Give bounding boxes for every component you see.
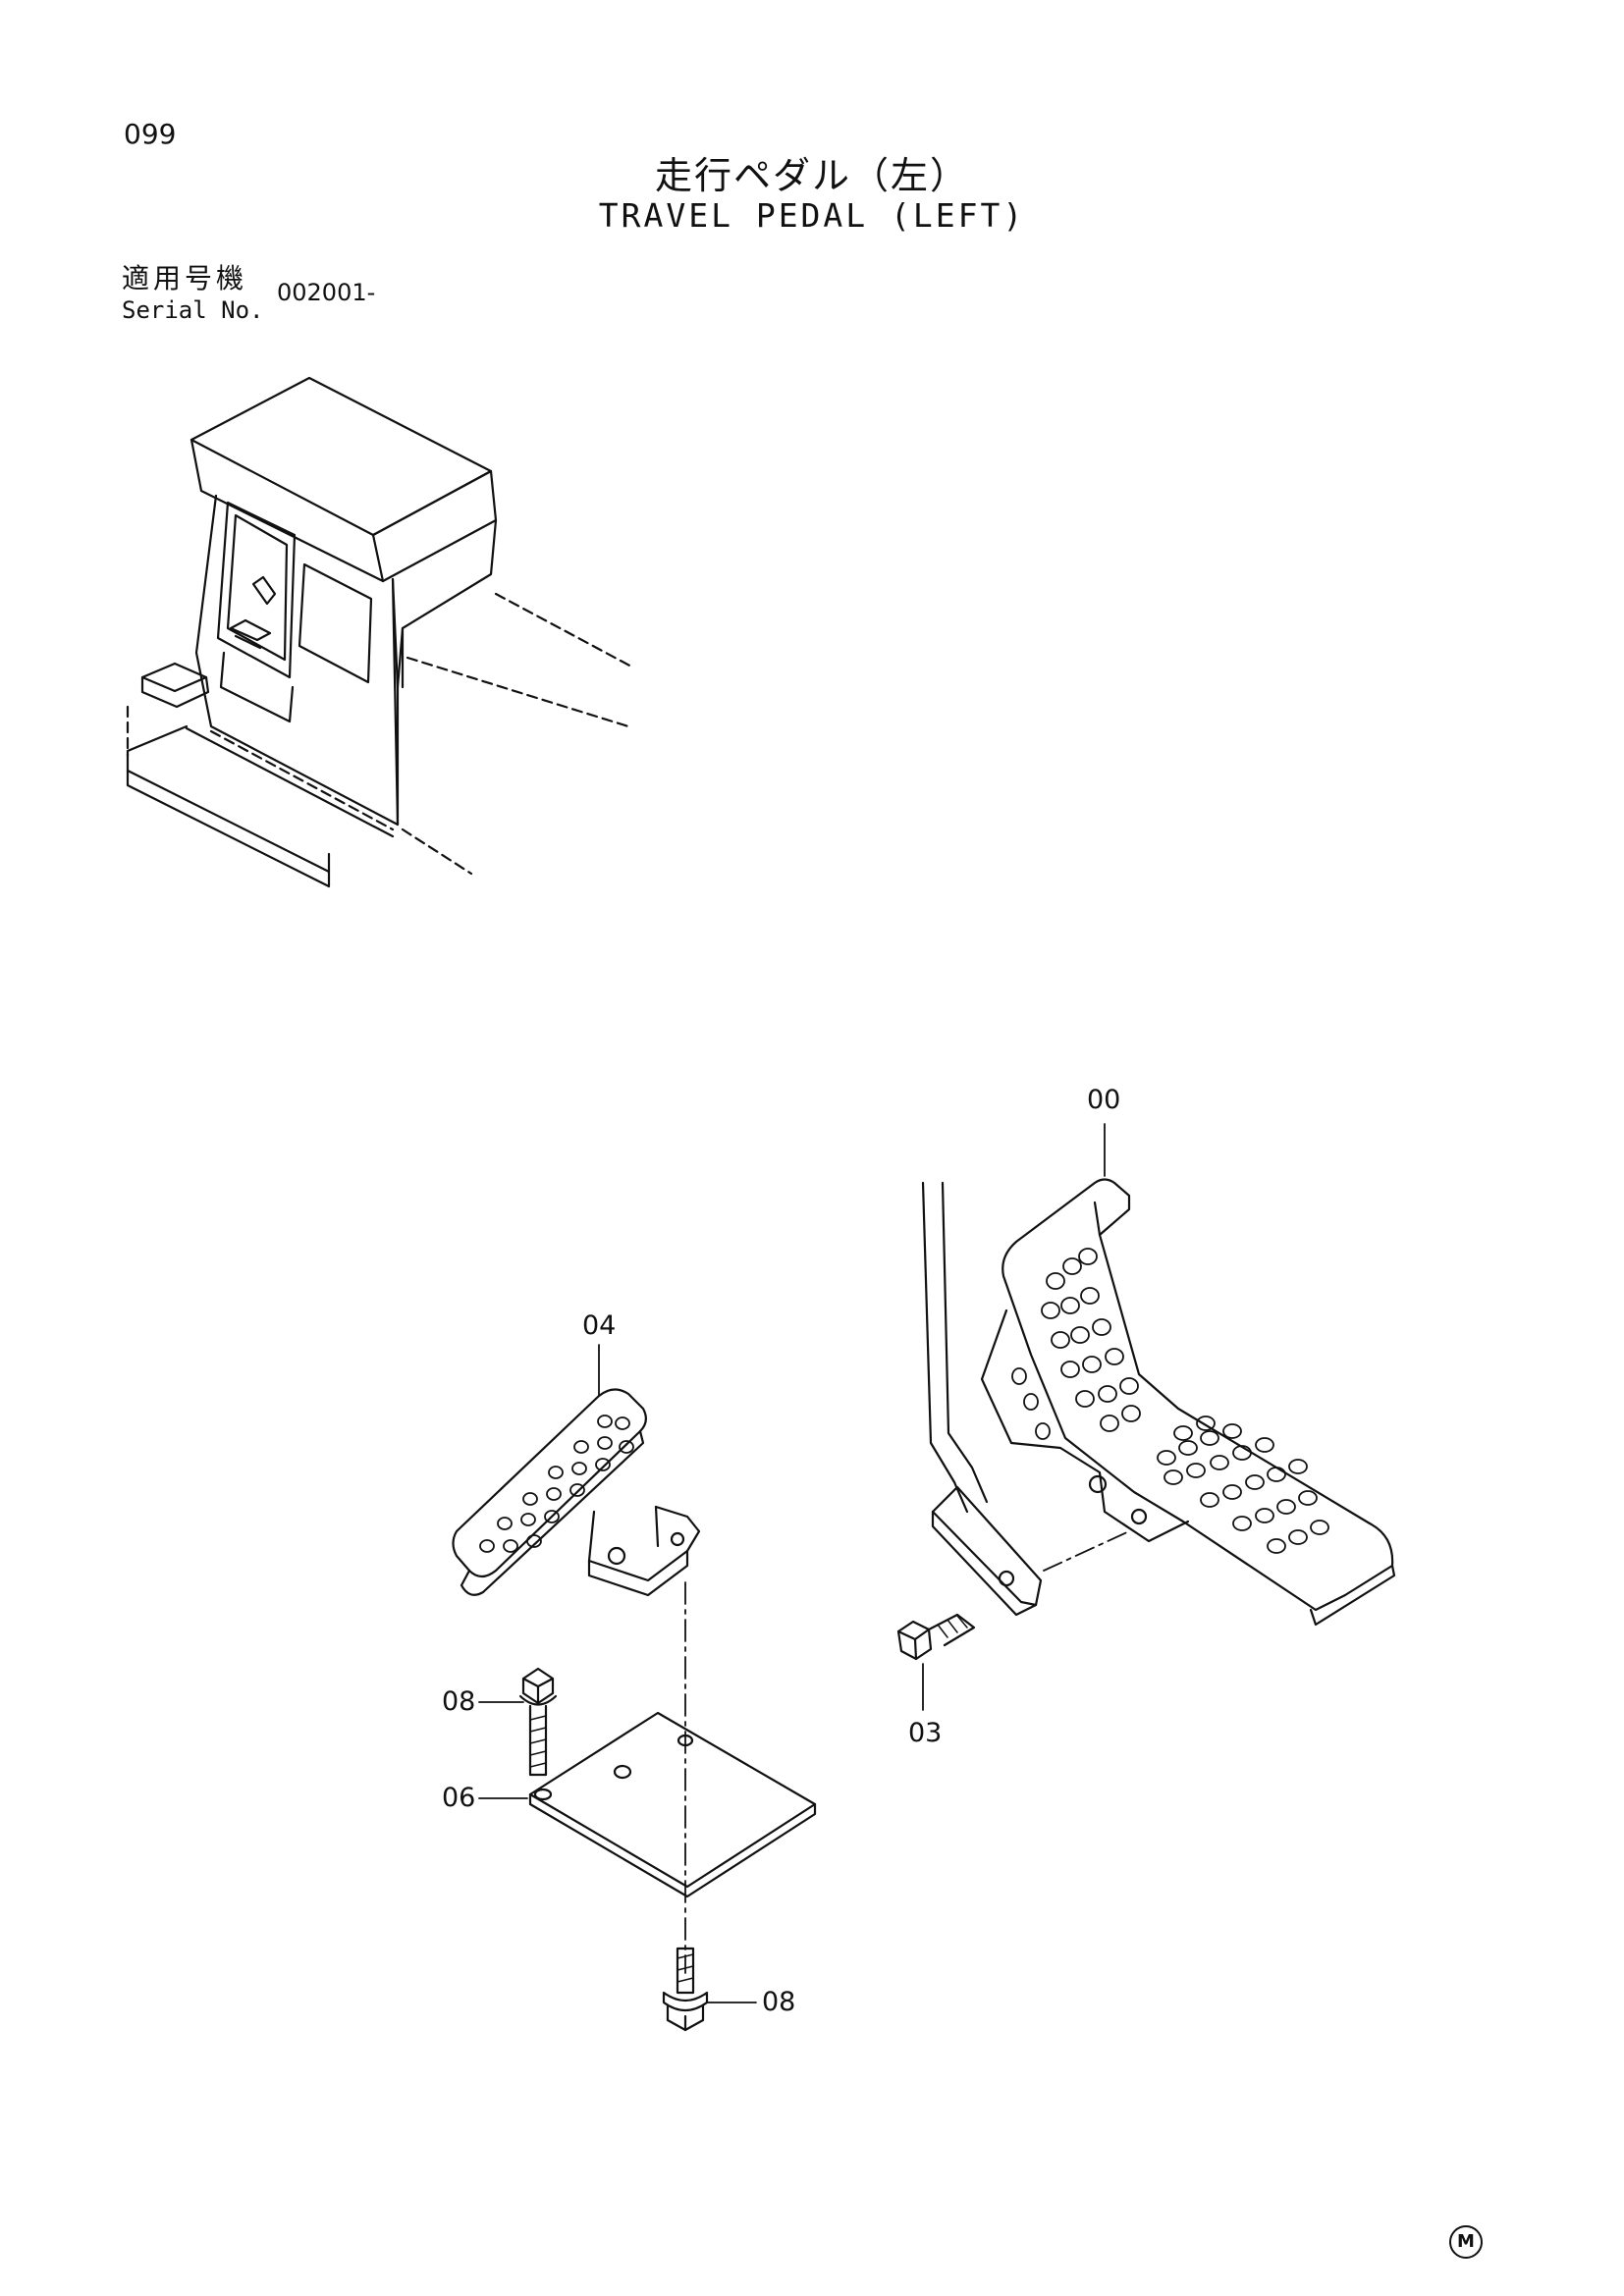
serial-label-japanese: 適用号機 [122, 262, 248, 294]
callout-08-bottom: 08 [762, 1987, 796, 2017]
bolt-03-illustration [896, 1613, 976, 1661]
serial-number-value: 002001- [277, 279, 376, 306]
pedal-00-illustration [921, 1178, 1396, 1627]
page-number: 099 [124, 118, 177, 150]
manufacturer-mark: M [1449, 2225, 1483, 2259]
page-title-japanese: 走行ペダル（左） [654, 154, 969, 197]
pedal-04-illustration [452, 1388, 701, 1974]
callout-04: 04 [582, 1310, 617, 1341]
callout-03: 03 [908, 1718, 943, 1748]
plate-06-illustration [528, 1711, 817, 1898]
bolt-08-bottom-illustration [662, 1947, 709, 2032]
cab-overview-illustration [126, 376, 635, 888]
leader-lines [478, 1123, 1106, 2003]
callout-06: 06 [442, 1783, 476, 1813]
callout-08-top: 08 [442, 1686, 476, 1717]
bolt-08-top-illustration [518, 1667, 558, 1777]
serial-label-english: Serial No. [122, 296, 264, 324]
page-title-english: TRAVEL PEDAL (LEFT) [598, 196, 1026, 235]
callout-00: 00 [1087, 1085, 1121, 1115]
